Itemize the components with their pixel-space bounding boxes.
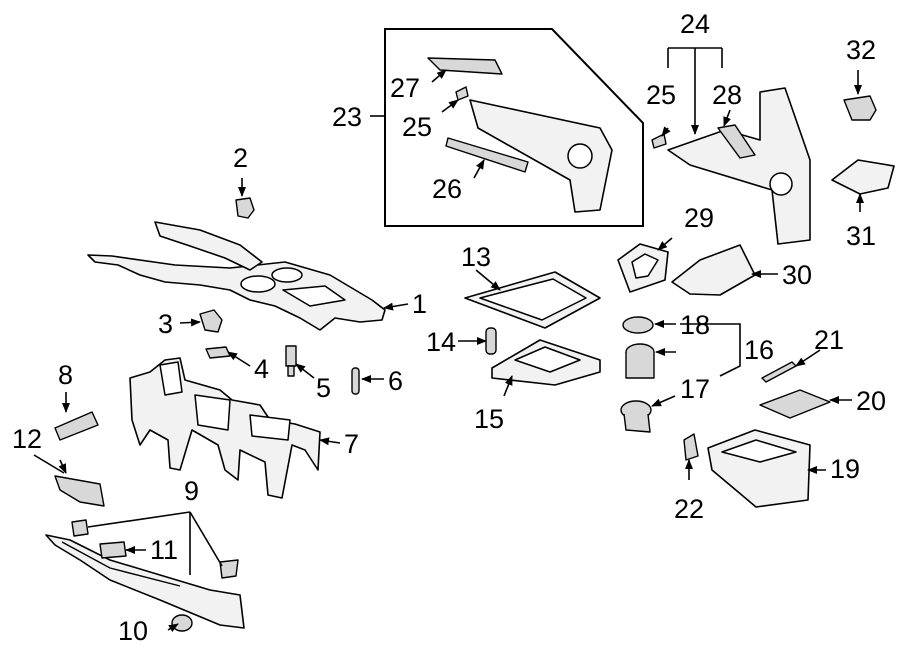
callout-labels: 1 2 3 4 5 6 7 8 9 10 11 12 13 14 15 16 1… — [12, 9, 886, 646]
callout-8: 8 — [58, 360, 73, 390]
callout-20: 20 — [856, 386, 886, 416]
callout-15: 15 — [474, 404, 504, 434]
tray-part-15 — [491, 339, 601, 386]
bracket-part-3 — [199, 309, 223, 333]
callout-13: 13 — [461, 242, 491, 272]
callout-24: 24 — [680, 9, 710, 39]
bin-lid-part-13 — [464, 271, 601, 329]
callout-22: 22 — [674, 494, 704, 524]
callout-25b: 25 — [402, 112, 432, 142]
pin-part-14 — [485, 327, 497, 355]
callout-10: 10 — [118, 616, 148, 646]
callout-28: 28 — [712, 80, 742, 110]
callout-21: 21 — [814, 325, 844, 355]
bracket-part-12 — [54, 475, 105, 507]
callout-16: 16 — [744, 335, 774, 365]
callout-17: 17 — [680, 374, 710, 404]
callout-7: 7 — [344, 429, 359, 459]
pin-part-5 — [285, 345, 297, 377]
callout-26: 26 — [432, 174, 462, 204]
callout-9: 9 — [184, 476, 199, 506]
plug-part-22 — [683, 433, 699, 461]
side-trim-panel-part — [45, 519, 245, 632]
callout-11: 11 — [150, 535, 178, 565]
console-top-trim-part — [87, 221, 386, 331]
armrest-part-24 — [651, 87, 811, 245]
armrest-inset-box — [384, 28, 644, 227]
callout-18: 18 — [680, 310, 710, 340]
pin-part-6 — [351, 367, 360, 395]
callout-4: 4 — [254, 354, 269, 384]
rod-part-21 — [761, 361, 797, 383]
callout-1: 1 — [412, 289, 427, 319]
callout-32: 32 — [846, 35, 876, 65]
callout-12: 12 — [12, 424, 42, 454]
cup-holder-parts — [620, 316, 655, 433]
bracket-part-8 — [54, 411, 99, 441]
leader-lines — [33, 47, 864, 633]
clip-part-4 — [205, 346, 231, 359]
callout-3: 3 — [158, 309, 173, 339]
console-bracket-part — [129, 357, 321, 499]
callout-29: 29 — [684, 203, 714, 233]
callout-23: 23 — [332, 102, 362, 132]
storage-bin-part-19 — [707, 429, 811, 508]
shift-boot-part-30 — [671, 244, 756, 296]
bezel-part-29 — [617, 243, 669, 293]
callout-5: 5 — [316, 373, 331, 403]
callout-27: 27 — [390, 73, 420, 103]
callout-14: 14 — [426, 327, 456, 357]
callout-19: 19 — [830, 454, 860, 484]
callout-30: 30 — [782, 260, 812, 290]
bracket-part-31 — [831, 159, 895, 195]
callout-6: 6 — [388, 366, 403, 396]
callout-2: 2 — [233, 143, 248, 173]
callout-31: 31 — [846, 221, 876, 251]
mat-part-20 — [759, 389, 831, 419]
cap-part-32 — [843, 95, 877, 121]
clip-part-2 — [235, 197, 255, 219]
callout-25a: 25 — [646, 80, 676, 110]
